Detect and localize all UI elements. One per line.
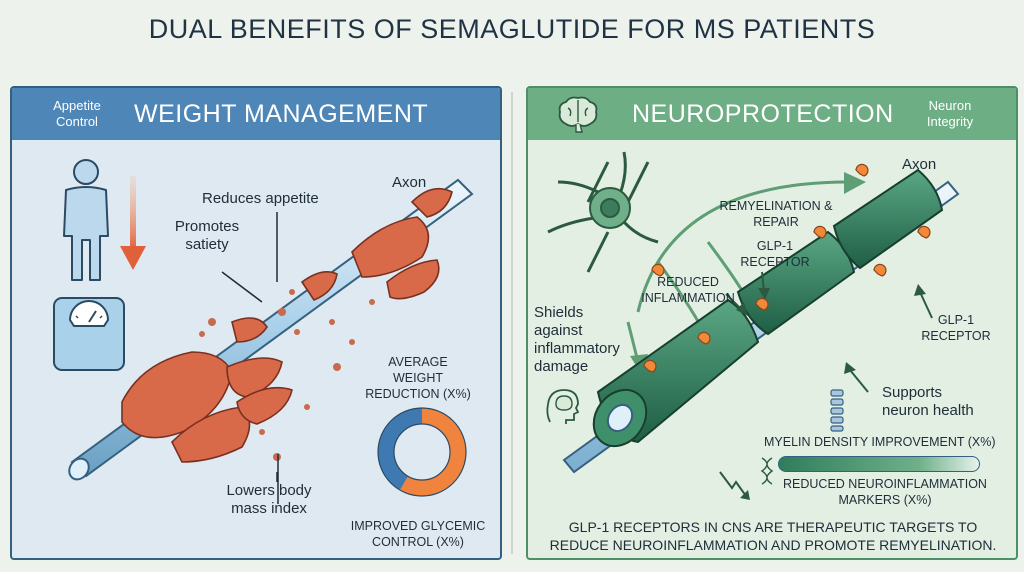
right-axon-label: Axon xyxy=(902,156,937,173)
reduces-appetite-label: Reduces appetite xyxy=(202,190,319,207)
scale-icon xyxy=(53,297,125,371)
glp1-receptor-label-1: GLP-1 RECEPTOR xyxy=(740,239,810,269)
down-arrow-icon xyxy=(120,176,146,270)
left-axon-label: Axon xyxy=(392,174,427,191)
footer-note: GLP-1 RECEPTORS IN CNS ARE THERAPEUTIC T… xyxy=(549,519,997,553)
brain-icon xyxy=(558,96,598,133)
myelin-density-label: MYELIN DENSITY IMPROVEMENT (X%) xyxy=(764,435,996,449)
dna-icon xyxy=(760,457,774,485)
shields-label: Shields against inflammatory damage xyxy=(534,304,620,375)
glycemic-control-label: IMPROVED GLYCEMIC CONTROL (X%) xyxy=(350,519,486,549)
lowers-bmi-pointer xyxy=(277,454,279,504)
head-brain-icon xyxy=(546,389,580,424)
average-weight-reduction-label: AVERAGE WEIGHT REDUCTION (X%) xyxy=(365,355,471,401)
myelin-density-bar xyxy=(778,456,980,472)
myelinated-axon-illustration xyxy=(547,151,960,474)
person-icon xyxy=(63,159,109,281)
weight-reduction-donut xyxy=(377,407,467,497)
neuroinflammation-label: REDUCED NEUROINFLAMMATION MARKERS (X%) xyxy=(783,477,987,507)
weight-management-header: Appetite Control WEIGHT MANAGEMENT xyxy=(12,88,500,140)
glp1-receptor-label-2: GLP-1 RECEPTOR xyxy=(921,313,991,343)
neuron-icon xyxy=(547,151,659,273)
weight-management-title: WEIGHT MANAGEMENT xyxy=(134,100,429,128)
supports-neuron-label: Supports neuron health xyxy=(882,384,974,419)
promotes-satiety-label: Promotes satiety xyxy=(174,218,240,253)
neuroprotection-title: NEUROPROTECTION xyxy=(632,100,894,128)
appetite-control-label: Appetite Control xyxy=(53,98,101,129)
panel-divider xyxy=(511,92,513,554)
spine-icon xyxy=(830,389,844,432)
neuroprotection-header: NEUROPROTECTION Neuron Integrity xyxy=(528,88,1016,140)
weight-management-panel: Appetite Control WEIGHT MANAGEMENT xyxy=(10,86,502,560)
neuroprotection-panel: NEUROPROTECTION Neuron Integrity xyxy=(526,86,1018,560)
zigzag-arrow-icon xyxy=(719,471,750,500)
lowers-bmi-label: Lowers body mass index xyxy=(226,482,312,517)
page-title: DUAL BENEFITS OF SEMAGLUTIDE FOR MS PATI… xyxy=(148,14,876,44)
reduced-inflammation-label: REDUCED INFLAMMATION xyxy=(641,275,735,305)
remyelination-label: REMYELINATION & REPAIR xyxy=(719,199,833,229)
damaged-axon-illustration xyxy=(68,178,474,482)
neuron-integrity-label: Neuron Integrity xyxy=(926,98,974,129)
